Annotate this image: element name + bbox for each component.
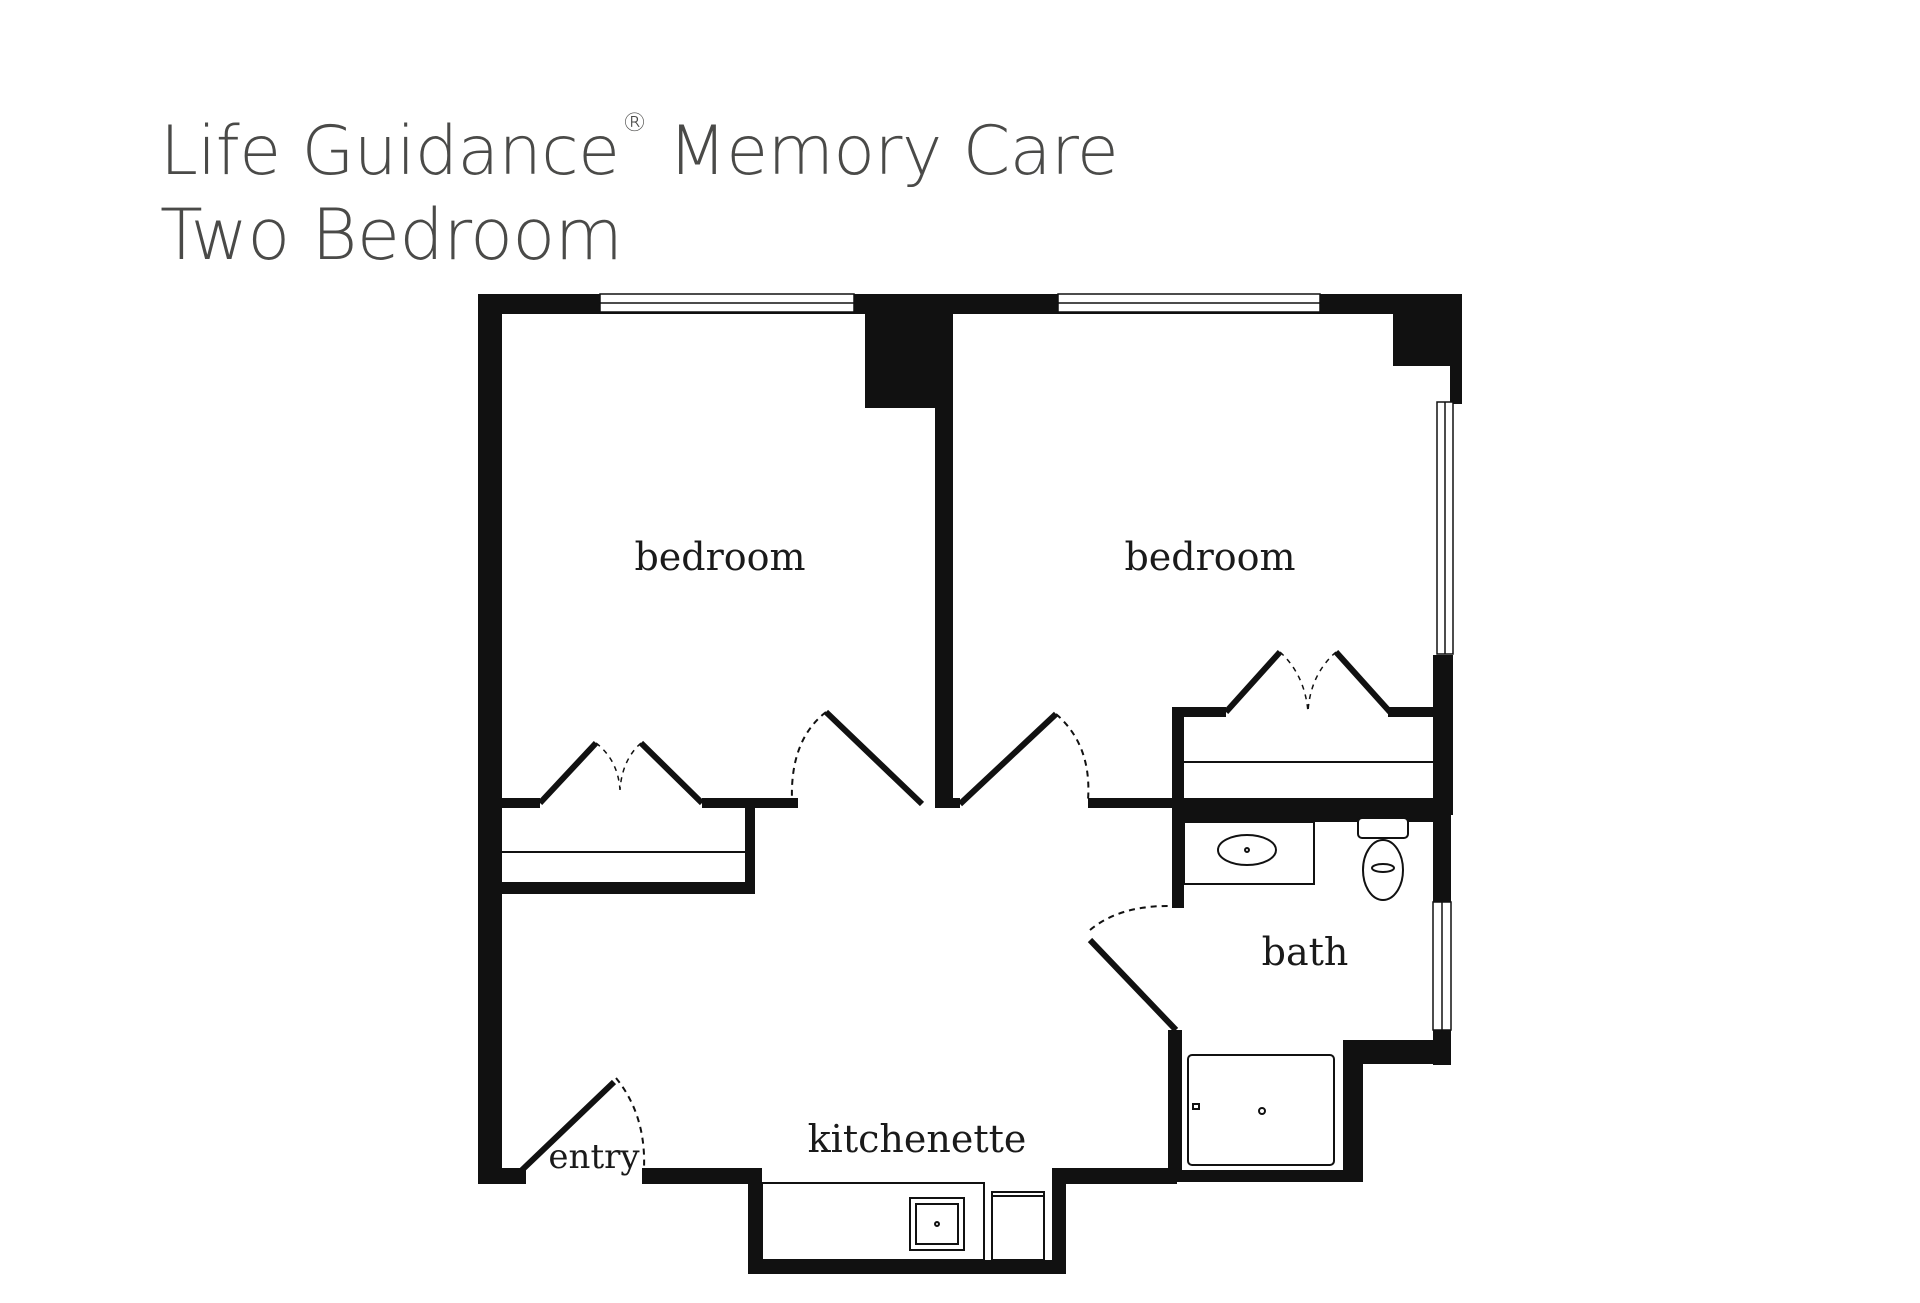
door-bath-swing <box>1089 904 1173 931</box>
bath-left-wall-upper <box>1172 808 1184 908</box>
toilet-tank <box>1357 817 1409 839</box>
plan-subtitle: Two Bedroom <box>160 194 623 276</box>
windows <box>599 293 1454 1031</box>
bedroom-divider-wall <box>935 294 953 804</box>
closet-left-bifold <box>537 740 705 806</box>
label-bath: bath <box>1262 930 1349 974</box>
sink-drain <box>1244 847 1250 853</box>
toilet-seat-ring <box>1371 863 1395 873</box>
door-bath-leaf <box>1087 937 1179 1033</box>
left-bedroom-closet-wall-a <box>500 798 540 808</box>
door-left-bedroom-swing <box>790 711 827 801</box>
kitchen-fixtures <box>761 1182 1045 1261</box>
bath-left-wall-lower <box>1168 1030 1182 1180</box>
label-bedroom-left: bedroom <box>634 535 805 579</box>
right-closet-top-left <box>1172 707 1226 717</box>
right-bedroom-wall-a <box>935 798 960 808</box>
shower-valve <box>1192 1103 1200 1110</box>
registered-mark: ® <box>621 108 648 138</box>
closet-left-bifold-swing <box>595 742 642 791</box>
left-closet-side <box>745 798 755 892</box>
right-wall-mid <box>1433 655 1453 815</box>
bath-fixtures <box>1183 817 1409 1166</box>
label-kitchenette: kitchenette <box>808 1117 1027 1161</box>
bath-step-horizontal <box>1343 1040 1451 1064</box>
door-entry-swing <box>615 1077 646 1169</box>
bath-step-vertical <box>1343 1040 1363 1182</box>
right-wall-lower <box>1433 815 1451 905</box>
door-left-bedroom-leaf <box>823 709 925 807</box>
doors <box>519 649 1393 1173</box>
closet-right-bifold <box>1223 649 1393 715</box>
plan-title: Life Guidance® Memory Care <box>160 110 1119 186</box>
right-bedroom-wall-b <box>1088 798 1438 808</box>
kitchenette-alcove-bottom <box>748 1260 1066 1274</box>
bottom-wall-mid <box>642 1168 762 1184</box>
door-right-bedroom-leaf <box>957 711 1059 807</box>
kitchen-sink-drain <box>934 1221 940 1227</box>
column-center <box>865 294 940 408</box>
closet-right-bifold-swing <box>1279 651 1337 713</box>
right-closet-top-right <box>1388 707 1433 717</box>
left-wall <box>478 294 502 1184</box>
label-entry: entry <box>548 1137 640 1177</box>
kitchenette-alcove-left <box>748 1168 762 1274</box>
bottom-wall-left <box>478 1168 526 1184</box>
column-right <box>1393 294 1453 366</box>
right-closet-left-side <box>1172 707 1184 807</box>
bottom-wall-right <box>1052 1168 1177 1184</box>
refrigerator <box>991 1191 1045 1261</box>
label-bedroom-right: bedroom <box>1124 535 1295 579</box>
plan-title-brand: Life Guidance <box>160 112 620 191</box>
kitchenette-alcove-right <box>1052 1168 1066 1274</box>
left-closet-bottom <box>500 882 755 894</box>
shower-drain <box>1258 1107 1266 1115</box>
bath-bottom-wall <box>1168 1170 1363 1182</box>
door-entry-leaf <box>519 1079 617 1173</box>
closet-shelves <box>502 761 1433 853</box>
plan-title-rest: Memory Care <box>647 112 1119 191</box>
door-right-bedroom-swing <box>1055 713 1090 801</box>
